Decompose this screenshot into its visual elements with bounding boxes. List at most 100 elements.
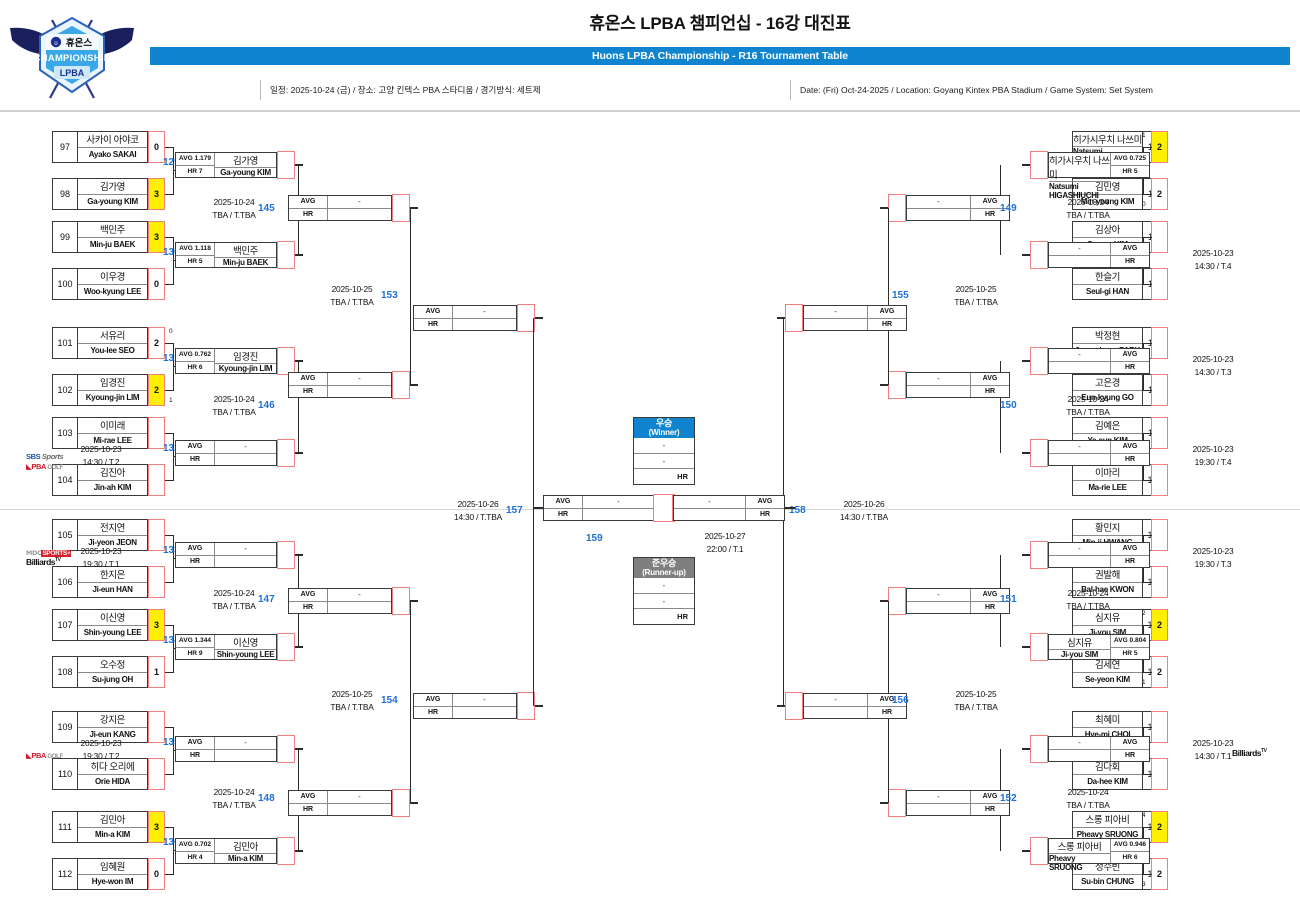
quarterfinal-score[interactable] — [392, 371, 410, 399]
score-cell[interactable] — [148, 519, 165, 551]
score-cell[interactable] — [1151, 566, 1168, 598]
score-cell[interactable] — [148, 417, 165, 449]
score-cell[interactable] — [1151, 268, 1168, 300]
score-cell[interactable]: 2 — [148, 374, 165, 406]
quarterfinal-score[interactable] — [888, 371, 906, 399]
round8-score[interactable] — [1030, 837, 1048, 865]
round8-score[interactable] — [1030, 241, 1048, 269]
score-cell[interactable] — [148, 758, 165, 790]
round8-score[interactable] — [277, 347, 295, 375]
score-cell[interactable] — [1151, 221, 1168, 253]
score-cell[interactable]: 0 — [148, 131, 165, 163]
semifinal-score[interactable] — [785, 692, 803, 720]
round8-score[interactable] — [277, 837, 295, 865]
score-cell[interactable]: 2 — [1151, 858, 1168, 890]
score-cell[interactable] — [1151, 519, 1168, 551]
score-cell[interactable] — [1151, 417, 1168, 449]
score-cell[interactable]: 2 — [1151, 656, 1168, 688]
score-cell[interactable]: 3 — [148, 178, 165, 210]
score-cell[interactable] — [1151, 758, 1168, 790]
round8-score[interactable] — [1030, 735, 1048, 763]
quarterfinal-score[interactable] — [392, 194, 410, 222]
quarterfinal-score[interactable] — [888, 194, 906, 222]
score-cell[interactable] — [1151, 711, 1168, 743]
round8-score[interactable] — [1030, 541, 1048, 569]
score-cell[interactable]: 2 — [1151, 811, 1168, 843]
score-cell[interactable] — [1151, 327, 1168, 359]
final-right-score[interactable] — [653, 494, 673, 522]
score-cell[interactable]: 2 — [1151, 131, 1168, 163]
score-cell[interactable] — [1151, 464, 1168, 496]
round8-score[interactable] — [277, 439, 295, 467]
quarterfinal-score[interactable] — [888, 587, 906, 615]
score-cell[interactable]: 1 — [148, 656, 165, 688]
score-cell[interactable]: 3 — [148, 221, 165, 253]
score-cell[interactable] — [148, 566, 165, 598]
round8-score[interactable] — [277, 735, 295, 763]
score-cell[interactable] — [148, 464, 165, 496]
score-cell[interactable]: 0 — [148, 268, 165, 300]
semifinal-score[interactable] — [785, 304, 803, 332]
round8-score[interactable] — [1030, 439, 1048, 467]
score-cell[interactable] — [148, 711, 165, 743]
round8-score[interactable] — [277, 633, 295, 661]
score-cell[interactable]: 0 — [148, 858, 165, 890]
quarterfinal-score[interactable] — [392, 789, 410, 817]
quarterfinal-score[interactable] — [888, 789, 906, 817]
score-cell[interactable]: 2 — [1151, 609, 1168, 641]
round8-score[interactable] — [277, 151, 295, 179]
semifinal-score[interactable] — [517, 304, 535, 332]
round8-score[interactable] — [1030, 151, 1048, 179]
semifinal-score[interactable] — [517, 692, 535, 720]
score-cell[interactable]: 2 — [1151, 178, 1168, 210]
score-cell[interactable] — [1151, 374, 1168, 406]
round8-score[interactable] — [1030, 633, 1048, 661]
round8-score[interactable] — [1030, 347, 1048, 375]
round8-score[interactable] — [277, 241, 295, 269]
score-cell[interactable]: 2 — [148, 327, 165, 359]
